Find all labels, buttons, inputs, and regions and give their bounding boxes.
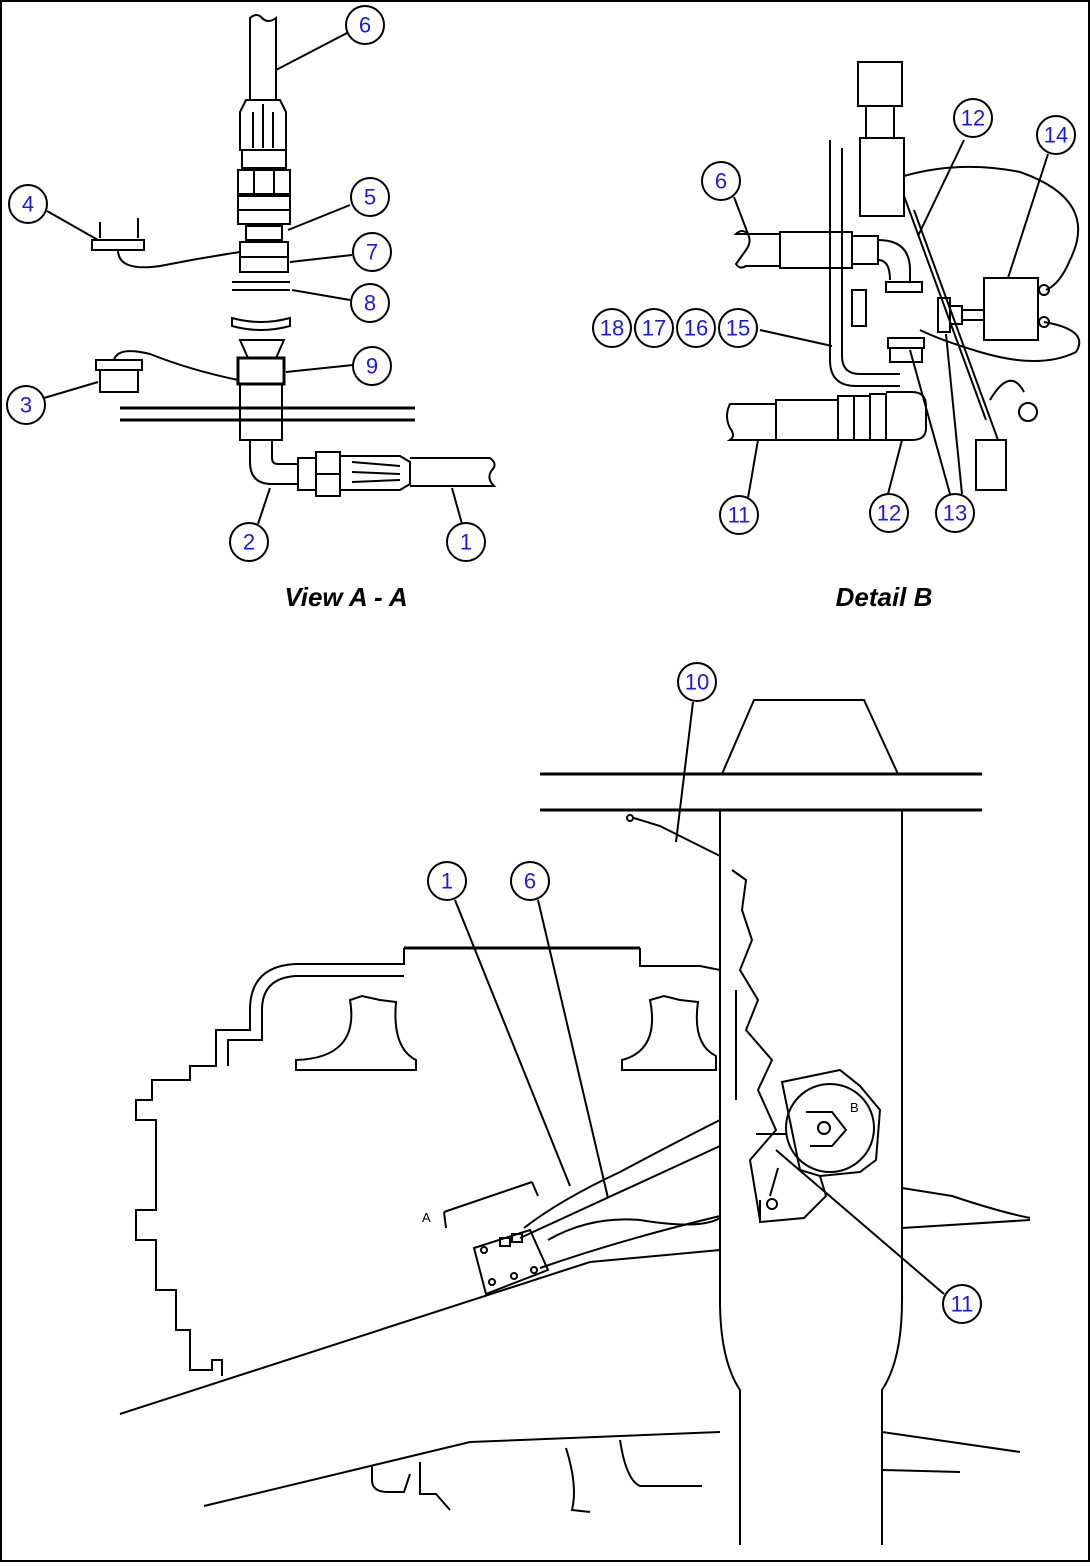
- svg-text:4: 4: [22, 192, 34, 217]
- main-view-drawing: [119, 699, 1031, 1545]
- svg-text:7: 7: [366, 240, 378, 265]
- svg-text:1: 1: [441, 869, 453, 894]
- callout-detail-b-14: 14: [1036, 115, 1076, 155]
- callout-view-a-3: 3: [6, 385, 46, 425]
- detail-b-caption: Detail B: [836, 582, 933, 612]
- svg-text:15: 15: [726, 316, 750, 341]
- callout-detail-b-12-top: 12: [953, 98, 993, 138]
- svg-text:10: 10: [685, 670, 709, 695]
- callout-view-a-7: 7: [352, 232, 392, 272]
- callout-main-1: 1: [427, 861, 467, 901]
- svg-text:6: 6: [715, 169, 727, 194]
- callout-detail-b-13: 13: [935, 493, 975, 533]
- svg-text:9: 9: [366, 354, 378, 379]
- svg-text:2: 2: [243, 530, 255, 555]
- detail-b-leaders: [733, 139, 1049, 499]
- svg-text:3: 3: [20, 393, 32, 418]
- main-view-leaders: [454, 701, 945, 1295]
- svg-text:5: 5: [364, 185, 376, 210]
- callout-view-a-2: 2: [229, 522, 269, 562]
- svg-text:12: 12: [961, 106, 985, 131]
- callout-main-10: 10: [677, 662, 717, 702]
- svg-text:8: 8: [364, 291, 376, 316]
- svg-text:18: 18: [600, 316, 624, 341]
- callout-main-11: 11: [942, 1284, 982, 1324]
- detail-b-drawing: [726, 61, 1081, 491]
- callout-view-a-1: 1: [446, 522, 486, 562]
- callout-detail-b-12-bottom: 12: [869, 493, 909, 533]
- callout-detail-b-11: 11: [719, 495, 759, 535]
- callout-view-a-9: 9: [352, 346, 392, 386]
- callout-detail-b-6: 6: [701, 161, 741, 201]
- svg-text:13: 13: [943, 501, 967, 526]
- callout-detail-b-17: 17: [634, 308, 674, 348]
- detail-letter-b: B: [850, 1100, 859, 1115]
- view-a-caption: View A - A: [284, 582, 407, 612]
- callout-view-a-8: 8: [350, 283, 390, 323]
- svg-text:1: 1: [460, 530, 472, 555]
- callout-detail-b-18: 18: [592, 308, 632, 348]
- svg-text:17: 17: [642, 316, 666, 341]
- callout-detail-b-15: 15: [718, 308, 758, 348]
- svg-text:12: 12: [877, 501, 901, 526]
- view-a-leaders: [43, 32, 463, 525]
- section-letter-a: A: [422, 1210, 431, 1225]
- svg-text:11: 11: [951, 1292, 974, 1317]
- svg-text:16: 16: [684, 316, 708, 341]
- svg-text:6: 6: [524, 869, 536, 894]
- callout-view-a-4: 4: [8, 184, 48, 224]
- svg-text:6: 6: [359, 13, 371, 38]
- svg-text:14: 14: [1044, 123, 1068, 148]
- callout-main-6: 6: [510, 861, 550, 901]
- svg-text:11: 11: [728, 503, 751, 528]
- callout-view-a-5: 5: [350, 177, 390, 217]
- view-a-drawing: [91, 14, 497, 497]
- callout-detail-b-16: 16: [676, 308, 716, 348]
- callout-view-a-6: 6: [345, 5, 385, 45]
